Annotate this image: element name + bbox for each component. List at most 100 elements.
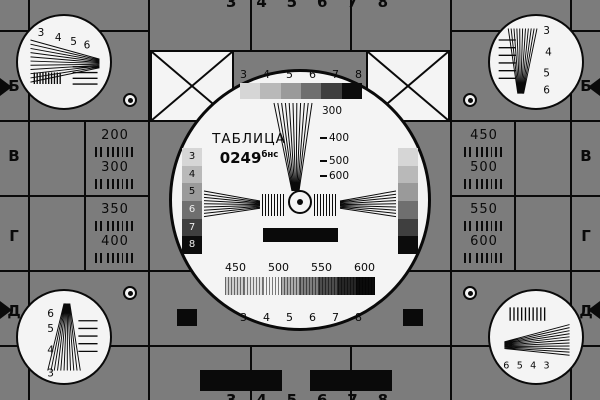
edge-arrow-icon — [0, 78, 12, 96]
gray-step: 5 — [182, 183, 202, 202]
scale-number: 8 — [355, 68, 362, 81]
burst-step — [225, 277, 244, 295]
gray-step — [240, 83, 261, 99]
fan-lines — [30, 39, 100, 83]
gray-step — [260, 83, 281, 99]
horizontal-wedge-right — [339, 190, 397, 218]
line-grating-left — [262, 194, 286, 216]
resolution-wedge-bottom-right: 6 5 4 3 — [503, 307, 570, 372]
scale-number: 6 — [309, 68, 316, 81]
wedge-number: 4 — [545, 46, 552, 58]
clipped-scale-bottom: 3 4 5 6 7 8 — [226, 391, 388, 400]
resolution-wedge-top-right: 3 4 5 6 — [498, 25, 552, 97]
scale-number: 5 — [286, 311, 293, 324]
tick-group — [95, 253, 136, 263]
tick-group — [464, 179, 505, 189]
clipped-digit: 8 — [377, 0, 388, 11]
gray-step: 4 — [182, 165, 202, 184]
burst-step — [243, 277, 263, 295]
frequency-label: 450 — [225, 261, 246, 274]
grid-line — [148, 0, 150, 400]
grid-line — [250, 0, 252, 50]
clipped-digit: 4 — [256, 391, 267, 400]
gray-step — [398, 148, 418, 166]
corner-circle-top-left: 3 4 5 6 — [16, 14, 112, 110]
burst-step — [262, 277, 282, 295]
grid-line — [28, 0, 30, 400]
black-reference-bar — [263, 228, 338, 242]
tick-group — [464, 147, 505, 157]
corner-circle-bottom-right: 6 5 4 3 — [488, 289, 584, 385]
card-title: ТАБЛИЦА — [212, 131, 286, 147]
resolution-wedge-bottom-left: 6 5 4 3 — [47, 303, 98, 379]
clipped-digit: 5 — [286, 0, 298, 11]
row-letter-left: Г — [9, 227, 19, 245]
horizontal-wedge-left — [203, 190, 261, 218]
wedge-number: 5 — [47, 323, 54, 335]
tick-group — [464, 253, 505, 263]
clipped-digit: 4 — [256, 0, 267, 11]
burst-step — [356, 277, 375, 295]
bottom-black-bar — [310, 370, 392, 391]
burst-step — [337, 277, 357, 295]
frequency-label: 550 — [311, 261, 332, 274]
fan-lines — [273, 102, 313, 192]
scale-number: 8 — [355, 311, 362, 324]
registration-target — [123, 286, 137, 300]
scale-number: 7 — [332, 311, 339, 324]
grid-line — [0, 195, 148, 197]
wedge-number: 3 — [38, 27, 45, 39]
wedge-number: 4 — [55, 32, 62, 44]
gray-step: 8 — [182, 236, 202, 255]
edge-arrow-icon — [588, 301, 600, 319]
top-grayscale-scale: 3 4 5 6 7 8 — [240, 68, 362, 81]
wedge-label: 400 — [320, 132, 349, 144]
reference-ticks — [33, 72, 61, 85]
frequency-label: 500 — [268, 261, 289, 274]
clipped-digit: 3 — [226, 391, 237, 400]
resolution-number: 600 — [470, 234, 498, 249]
grid-line — [452, 195, 600, 197]
resolution-number: 500 — [470, 160, 498, 175]
registration-target — [463, 286, 477, 300]
wedge-number: 6 — [543, 85, 550, 97]
gray-step — [280, 83, 301, 99]
wedge-number: 5 — [517, 361, 523, 372]
black-square — [403, 309, 423, 326]
gray-step — [321, 83, 342, 99]
edge-arrow-icon — [588, 78, 600, 96]
bottom-grayscale-scale: 3 4 5 6 7 8 — [240, 311, 362, 324]
card-number-value: 0249 — [219, 149, 262, 167]
card-number: 0249бнс — [203, 149, 295, 167]
frequency-labels: 450 500 550 600 — [225, 261, 375, 274]
tick-group — [95, 147, 136, 157]
scale-number: 3 — [240, 68, 247, 81]
wedge-number: 3 — [544, 361, 550, 372]
black-square — [177, 309, 197, 326]
fan-lines — [507, 28, 538, 94]
wedge-label: 500 — [320, 155, 349, 167]
grayscale-strip-right — [398, 148, 418, 255]
wedge-number: 4 — [530, 361, 536, 372]
resolution-number: 300 — [101, 160, 129, 175]
fan-lines — [47, 303, 81, 371]
clipped-digit: 7 — [347, 0, 358, 11]
corner-circle-top-right: 3 4 5 6 — [488, 14, 584, 110]
grid-line — [350, 0, 352, 50]
resolution-number: 200 — [101, 128, 129, 143]
frequency-label: 600 — [354, 261, 375, 274]
center-target — [288, 190, 312, 214]
resolution-number: 450 — [470, 128, 498, 143]
vertical-resolution-fan — [273, 102, 313, 192]
burst-step — [300, 277, 319, 295]
gray-step — [300, 83, 322, 99]
gray-step — [398, 218, 418, 237]
burst-step — [281, 277, 300, 295]
gray-step — [341, 83, 362, 99]
registration-target — [463, 93, 477, 107]
wedge-number: 6 — [84, 40, 91, 52]
grid-line — [570, 0, 572, 400]
clipped-digit: 3 — [226, 0, 237, 11]
tick-group — [95, 221, 136, 231]
wedge-number: 4 — [47, 344, 54, 356]
